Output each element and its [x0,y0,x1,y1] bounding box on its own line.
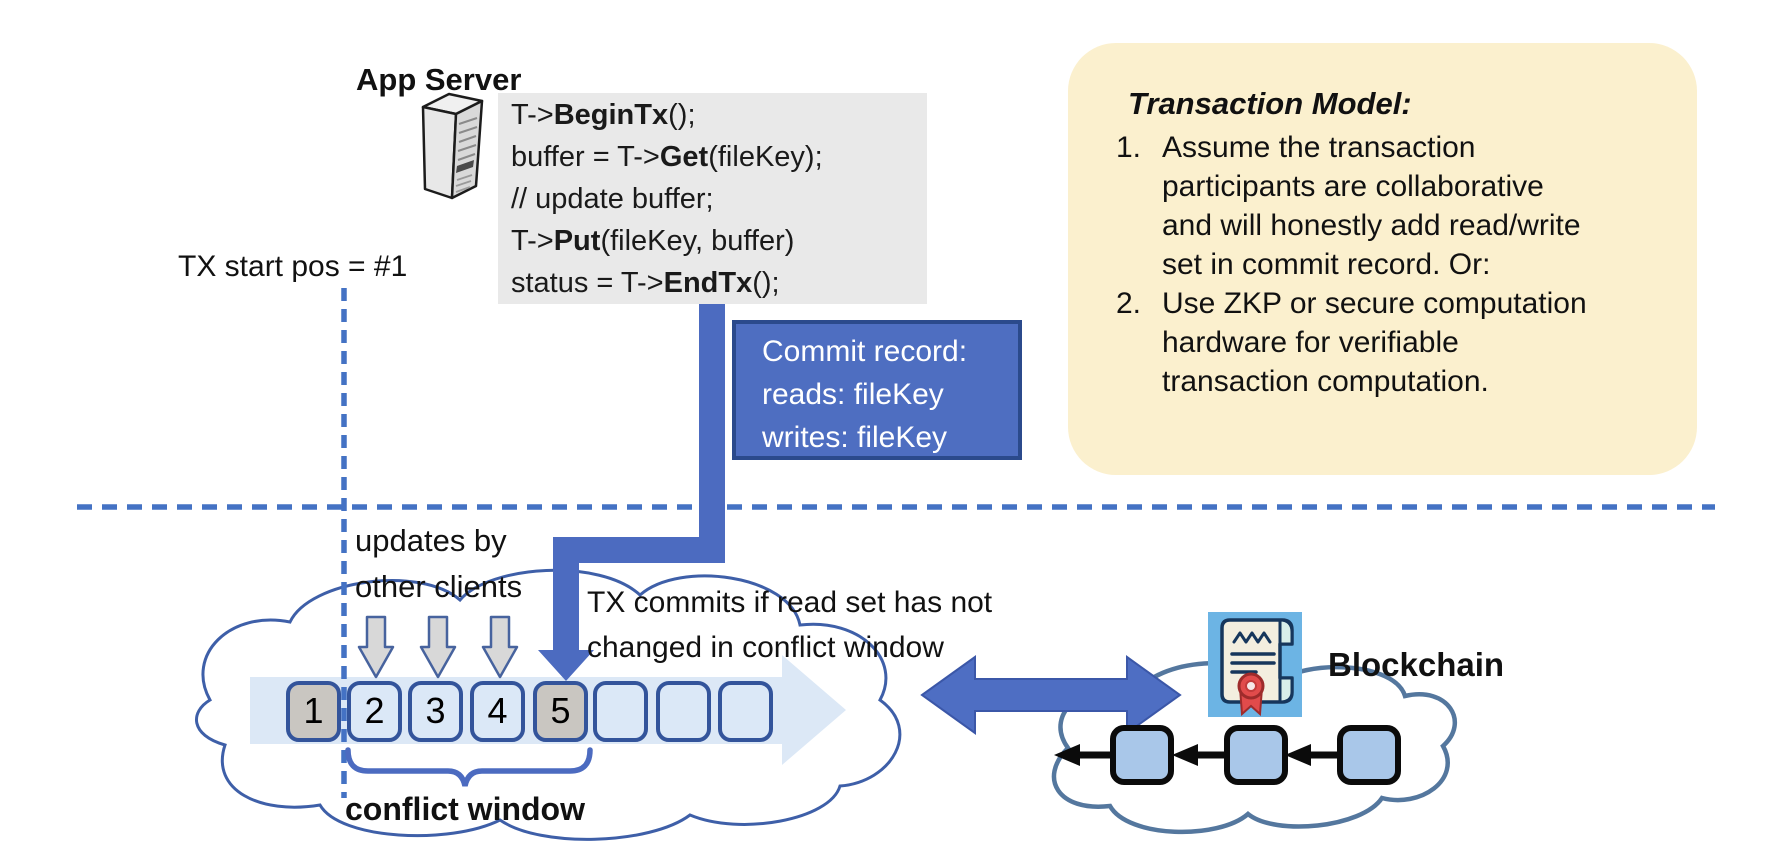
chain-arrowheads [1054,744,1311,766]
server-icon [421,92,484,200]
conflict-window-brace [345,747,593,787]
transaction-code-block: T->BeginTx(); buffer = T->Get(fileKey); … [498,93,927,304]
transaction-model-item-2: 2. Use ZKP or secure computation hardwar… [1116,287,1587,398]
chain-block-3 [1337,725,1401,785]
timeline-block-8 [718,681,773,742]
app-server-title: App Server [356,62,522,97]
blockchain-chain [1054,725,1401,785]
chain-block-2 [1224,725,1288,785]
code-line-1: T->BeginTx(); [511,98,696,131]
code-line-2: buffer = T->Get(fileKey); [511,140,823,173]
commit-record-title: Commit record: [762,335,968,368]
timeline-block-6 [593,681,648,742]
commit-record-box: Commit record: reads: fileKey writes: fi… [732,320,1022,460]
commit-record-reads: reads: fileKey [762,378,944,411]
code-line-3: // update buffer; [511,182,714,215]
sync-double-arrow [920,655,1182,735]
update-arrow-2 [419,615,457,679]
timeline-block-1: 1 [286,681,341,742]
update-arrow-3 [481,615,519,679]
transaction-model-title: Transaction Model: [1128,86,1412,121]
update-arrow-1 [357,615,395,679]
transaction-model-list: 1. Assume the transaction participants a… [1116,128,1686,401]
blockchain-label: Blockchain [1328,646,1505,683]
chain-block-1 [1110,725,1174,785]
certificate-icon [1208,612,1302,717]
commit-connector-arrowhead [538,650,594,681]
timeline-block-2: 2 [347,681,402,742]
tx-start-pos-label: TX start pos = #1 [178,250,408,283]
update-arrows [357,615,519,679]
tx-commit-note: TX commits if read set has not changed i… [587,586,993,664]
code-line-5: status = T->EndTx(); [511,266,780,299]
code-line-4: T->Put(fileKey, buffer) [511,224,795,257]
chain-blocks [1110,725,1401,785]
commit-record-writes: writes: fileKey [762,421,948,454]
timeline-block-7 [656,681,711,742]
transaction-model-panel [1068,43,1697,475]
timeline-block-4: 4 [470,681,525,742]
commit-connector [538,303,725,681]
timeline-block-3: 3 [408,681,463,742]
timeline-block-5: 5 [533,681,588,742]
conflict-window-label: conflict window [345,791,585,827]
updates-by-other-clients-label: updates by other clients [355,523,523,604]
transaction-model-item-1: 1. Assume the transaction participants a… [1116,131,1581,281]
